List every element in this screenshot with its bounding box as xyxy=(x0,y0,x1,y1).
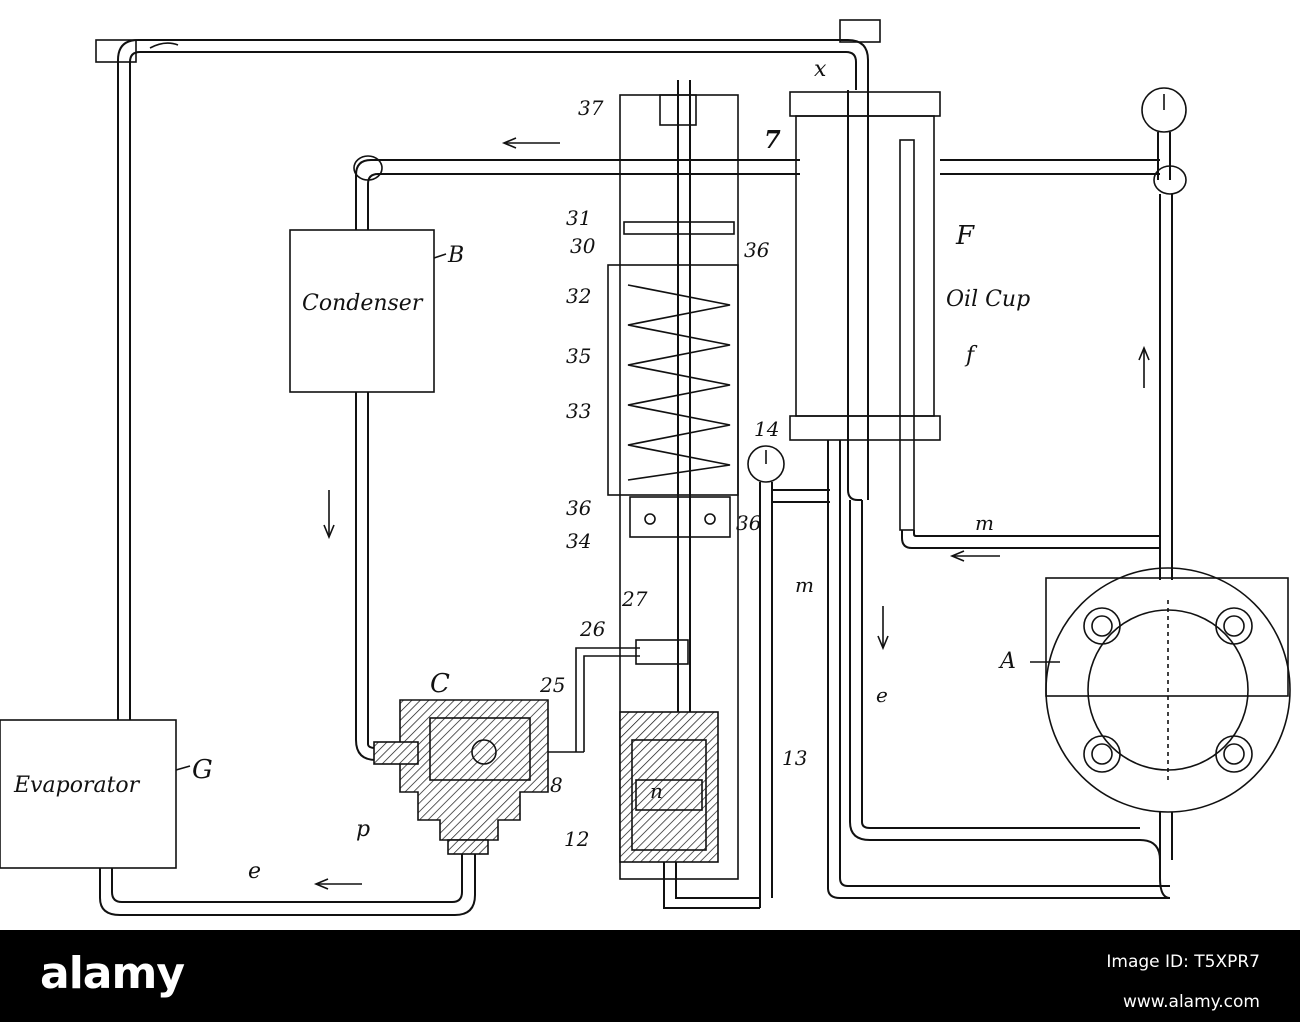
label-x: x xyxy=(814,57,827,82)
oil-cup: x 7 F Oil Cup f e xyxy=(764,57,1170,899)
label-34: 34 xyxy=(566,529,591,553)
oil-cup-letter: F xyxy=(955,221,975,251)
gauge-14: 14 13 m xyxy=(747,417,830,908)
flow-arrows xyxy=(149,42,560,149)
label-13: 13 xyxy=(782,746,807,770)
condenser-label: Condenser xyxy=(302,291,424,316)
evaporator-label: Evaporator xyxy=(13,773,141,798)
site-url: www.alamy.com xyxy=(1122,992,1260,1012)
label-e-bottom: e xyxy=(248,859,261,884)
label-n: n xyxy=(650,779,663,803)
label-30: 30 xyxy=(570,234,596,258)
label-27: 27 xyxy=(621,587,648,611)
top-return-pipe xyxy=(95,19,881,720)
label-14: 14 xyxy=(754,417,779,441)
compressor-bolt-3 xyxy=(1083,735,1121,773)
bottom-pipe-e: e p xyxy=(99,817,476,916)
compressor-bolt-1 xyxy=(1083,607,1121,645)
oil-cup-label: Oil Cup xyxy=(946,287,1030,312)
expansion-valve: C 25 8 xyxy=(373,669,584,855)
evaporator-letter: G xyxy=(192,755,213,785)
label-26: 26 xyxy=(579,617,606,641)
alamy-logo: alamy xyxy=(40,948,185,999)
label-p: p xyxy=(356,817,370,842)
label-36-left: 36 xyxy=(566,496,592,520)
image-id: Image ID: T5XPR7 xyxy=(1106,952,1260,972)
compressor-letter: A xyxy=(998,649,1016,674)
label-37: 37 xyxy=(578,96,604,120)
refrigeration-diagram: Condenser B Evaporator G e p C 25 8 xyxy=(0,19,1291,916)
condenser-inlet-pipe xyxy=(353,155,1160,230)
pressure-regulator: 37 31 30 36 32 35 33 36 34 36 27 26 n 12 xyxy=(564,80,770,909)
valve-linkage xyxy=(575,639,689,752)
label-25: 25 xyxy=(539,673,565,697)
compressor-bolt-4 xyxy=(1215,735,1253,773)
label-36-top: 36 xyxy=(744,238,770,262)
label-m-upper: m xyxy=(795,573,814,597)
label-f: f xyxy=(964,343,978,368)
label-32: 32 xyxy=(566,284,591,308)
label-8: 8 xyxy=(550,773,563,797)
evaporator: Evaporator G xyxy=(0,719,213,869)
condenser: Condenser B xyxy=(289,229,464,393)
label-c: C xyxy=(430,669,450,699)
condenser-outlet-pipe xyxy=(323,392,400,761)
label-m-lower: m xyxy=(975,511,994,535)
label-33: 33 xyxy=(566,399,591,423)
label-35: 35 xyxy=(566,344,591,368)
label-12: 12 xyxy=(564,827,589,851)
condenser-letter: B xyxy=(447,243,464,268)
discharge-gauge: m xyxy=(901,87,1187,580)
label-e-vertical: e xyxy=(876,683,888,707)
compressor-bolt-2 xyxy=(1215,607,1253,645)
label-7: 7 xyxy=(764,125,781,154)
label-36-right: 36 xyxy=(736,511,762,535)
compressor: A xyxy=(998,567,1291,899)
label-31: 31 xyxy=(566,206,591,230)
watermark-footer: alamy Image ID: T5XPR7 www.alamy.com xyxy=(0,930,1300,1022)
